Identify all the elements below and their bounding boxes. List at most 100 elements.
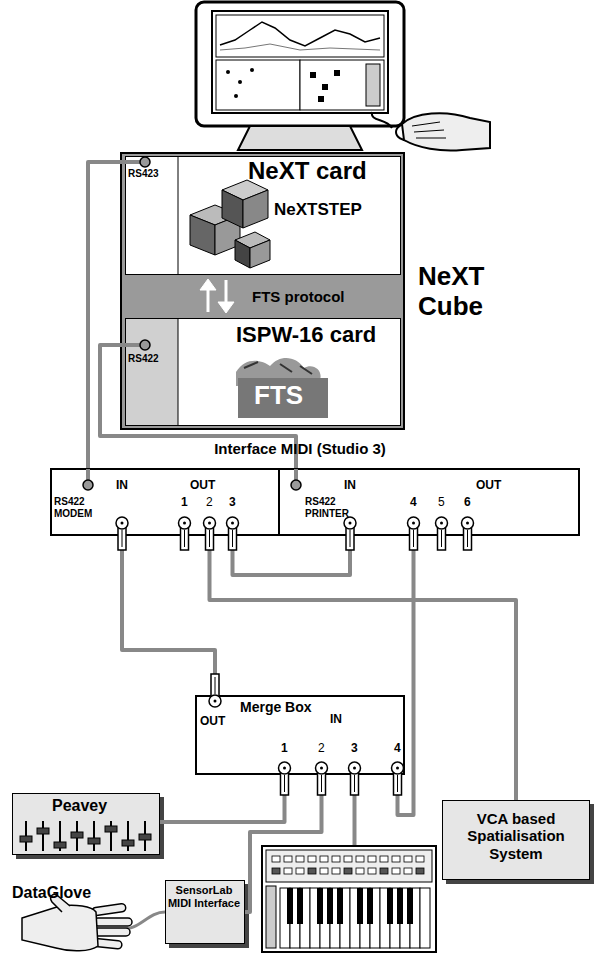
dataglove-hand — [92, 938, 123, 949]
midi-keyboard — [308, 868, 316, 874]
peavey-faders — [110, 821, 112, 851]
port-section: RS422 MODEMINOUT123 — [50, 468, 280, 536]
midi-jacks — [209, 674, 221, 707]
midi-keyboard — [404, 856, 412, 862]
port-label: 2 — [206, 496, 213, 510]
dataglove-hand — [22, 905, 98, 951]
connector-dots — [140, 340, 150, 350]
connector-dots — [294, 469, 298, 481]
midi-keyboard — [344, 868, 352, 874]
midi-keyboard — [266, 850, 432, 882]
monitor — [234, 94, 238, 98]
midi-jacks — [397, 775, 398, 792]
midi-jacks — [321, 775, 322, 792]
port-label: OUT — [200, 715, 225, 729]
dataglove-hand — [91, 903, 126, 916]
text-slot: NeXT card — [248, 157, 367, 185]
midi-jacks — [179, 517, 191, 550]
midi-cable — [233, 536, 351, 575]
midi-keyboard — [368, 868, 376, 874]
midi-jacks — [318, 772, 326, 795]
peavey-faders — [54, 842, 66, 848]
monitor — [318, 96, 324, 102]
midi-keyboard — [340, 888, 350, 948]
port-label: NeXTSTEP — [274, 200, 362, 220]
midi-keyboard — [290, 888, 300, 948]
peavey-faders — [122, 840, 134, 846]
dataglove-hand — [94, 918, 132, 926]
text-slot: Merge Box — [240, 699, 312, 715]
midi-jacks — [344, 517, 356, 550]
port-label: IN — [116, 479, 128, 493]
text-slot: FTS — [254, 381, 303, 411]
midi-jacks — [229, 527, 237, 550]
text-slot: IN — [116, 479, 128, 493]
peavey-faders — [25, 821, 27, 851]
midi-keyboard — [280, 888, 290, 948]
text-slot: ISPW-16 card — [236, 322, 376, 347]
midi-cable — [100, 345, 296, 468]
port-label: IN — [344, 479, 356, 493]
midi-jacks — [464, 527, 472, 550]
text-slot: 1 — [181, 496, 188, 510]
midi-keyboard — [407, 888, 413, 924]
midi-keyboard — [327, 888, 333, 924]
midi-jacks — [412, 522, 415, 525]
midi-jacks — [211, 674, 219, 697]
text-slot: 4 — [394, 742, 401, 756]
fts-logo — [226, 352, 334, 424]
midi-jacks — [436, 517, 448, 550]
midi-keyboard — [332, 856, 340, 862]
midi-jacks — [392, 762, 404, 795]
text-slot: IN — [344, 479, 356, 493]
monitor — [212, 11, 388, 113]
midi-jacks — [116, 517, 474, 795]
midi-keyboard — [330, 888, 340, 948]
midi-keyboard — [387, 888, 393, 924]
text-slot: NeXT Cube — [418, 262, 536, 322]
peavey-faders — [20, 821, 151, 851]
midi-jacks — [118, 527, 126, 550]
midi-jacks — [121, 522, 124, 525]
box-title: RS422 PRINTER — [305, 496, 361, 519]
box-title: VCA based Spatialisation System — [446, 810, 586, 862]
midi-jacks — [392, 762, 404, 774]
peavey-faders — [71, 832, 83, 838]
midi-cable — [122, 536, 215, 695]
midi-keyboard — [392, 868, 400, 874]
midi-jacks — [396, 767, 399, 770]
box-title: RS423 — [128, 168, 159, 180]
midi-cable — [245, 775, 322, 912]
midi-keyboard — [320, 868, 328, 874]
nextstep-cubes-icon — [190, 215, 215, 255]
nextstep-cubes-icon — [235, 240, 250, 268]
midi-jacks — [215, 677, 216, 694]
port-label: 4 — [410, 496, 417, 510]
text-slot: 1 — [281, 742, 288, 756]
midi-keyboard — [296, 868, 304, 874]
nextstep-cubes-icon — [215, 215, 240, 255]
midi-keyboard — [300, 888, 310, 948]
midi-keyboard — [356, 868, 364, 874]
text-slot: IN — [330, 713, 342, 727]
monitor — [216, 60, 300, 110]
midi-jacks — [440, 522, 443, 525]
monitor — [310, 72, 316, 78]
connector-dots — [83, 480, 93, 490]
computer-housing: RS423NeXT cardNeXTSTEPFTS protocolRS422I… — [120, 152, 405, 430]
nextstep-cubes-icon — [235, 232, 270, 248]
text-slot: 2 — [206, 496, 213, 510]
midi-keyboard — [272, 868, 280, 874]
card-dividers — [126, 319, 178, 425]
dataglove-hand — [51, 894, 70, 912]
peavey-faders — [139, 834, 151, 840]
glove-wire — [120, 912, 165, 930]
mouse-hand — [402, 113, 490, 150]
card-box: RS423 NeXT cardNeXTSTEP — [125, 156, 401, 275]
midi-jacks — [410, 527, 418, 550]
midi-interface-box: RS422 MODEMINOUT123RS422 PRINTERINOUT456… — [50, 468, 580, 536]
midi-keyboard — [416, 868, 424, 874]
fts-logo — [236, 358, 321, 386]
midi-jacks — [350, 530, 351, 547]
text-slot: OUT — [200, 715, 225, 729]
